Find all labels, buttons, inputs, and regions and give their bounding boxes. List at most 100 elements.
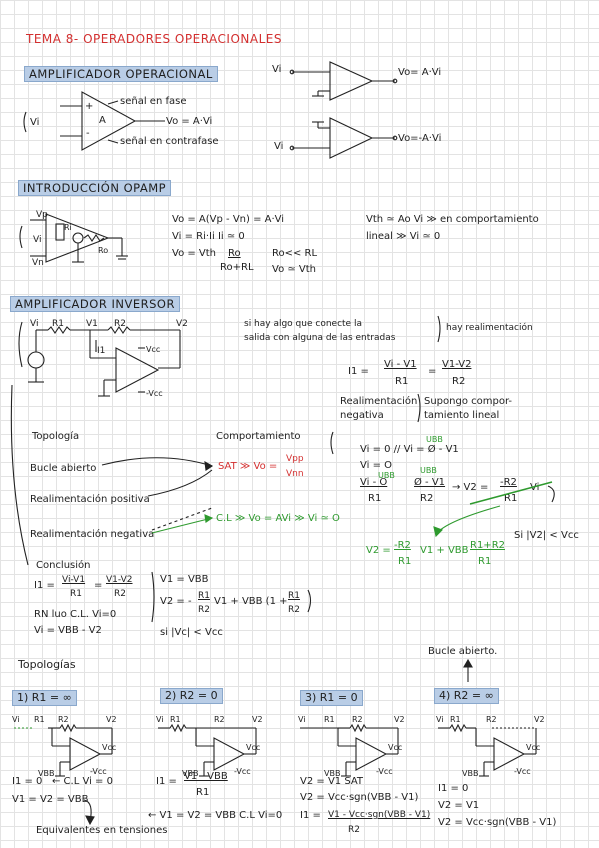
eq-vo-a: Vo = A(Vp - Vn) = A·Vi [172,214,285,225]
comportamiento-label: Comportamiento [216,431,301,442]
vn-label: Vn [32,258,44,268]
eq-vo-vth: Vo = Vth [172,248,217,259]
c2-i1-a: I1 = [156,776,177,787]
green-final-f: R1 [478,556,492,567]
m3-v2: V2 [394,715,405,724]
concl-i1-a: I1 = [34,580,55,591]
inv-r2-label: R2 [114,319,126,329]
eq-ro-den: Ro+RL [220,262,254,273]
green-eq-3d: R2 [420,493,434,504]
m4-r1: R1 [450,715,461,724]
cl-condition: C.L ≫ Vo = AVi ≫ Vi ≃ O [216,513,340,524]
c2-i1-c: R1 [196,787,210,798]
concl-i1-d: = [94,580,103,591]
m3-r2: R2 [352,715,363,724]
sat-label: SAT ≫ Vo = [218,461,278,472]
green-final-c: R1 [398,556,412,567]
m4-vbb: VBB [462,769,479,778]
green-final-d: V1 + VBB [420,545,469,556]
section-heading-inversor: AMPLIFICADOR INVERSOR [10,296,180,312]
eq-ro-num: Ro [228,248,241,259]
c1-i1: I1 = 0 [12,776,43,787]
ri-label: Ri [64,223,72,232]
case-1-label: 1) R1 = ∞ [12,690,77,706]
green-eq-3a: Vi - O [360,477,388,488]
eq-vo-approx: Vo ≃ Vth [272,264,317,275]
diagram1-vi: Vi [272,64,282,75]
senal-contrafase-label: señal en contrafase [120,136,219,147]
c4-v2sgn: V2 = Vcc·sgn(VBB - V1) [438,817,557,828]
realim-neg-2: negativa [340,410,384,421]
concl-v2-c: R2 [198,605,210,615]
eq-vi-ri: Vi = Ri·Ii Ii ≃ 0 [172,231,245,242]
inv-r1-label: R1 [52,319,64,329]
vp-label: Vp [36,210,48,220]
concl-v2-e: R1 [288,591,300,601]
plus-sign: + [85,101,94,112]
m2-r2: R2 [214,715,225,724]
green-eq-3b: R1 [368,493,382,504]
m2-r1: R1 [170,715,181,724]
case-4-label: 4) R2 = ∞ [434,688,499,704]
m2-vbb: VBB [182,769,199,778]
green-final-b: -R2 [394,540,411,551]
vi-label: Vi [33,235,42,245]
conclusion-label: Conclusión [36,560,91,571]
i1-eq-den1: R1 [395,376,409,387]
ubb-top: UBB [426,435,443,444]
inv-vcc-label: Vcc [146,345,161,354]
m4-v2: V2 [534,715,545,724]
note-salida: salida con alguna de las entradas [244,333,396,343]
concl-vc-cond: si |Vc| < Vcc [160,627,223,638]
vnn-label: Vnn [286,469,304,479]
cond-v2-vcc: Si |V2| < Vcc [514,530,579,541]
diagram1-vo: Vo= A·Vi [398,67,442,78]
m2-vcc: Vcc [246,743,261,752]
eq-lineal: lineal ≫ Vi ≃ 0 [366,231,441,242]
case-3-label: 3) R1 = 0 [300,690,363,706]
supongo-1: Supongo compor- [424,396,513,407]
note-realimentacion: hay realimentación [446,323,533,333]
c3-i1-a: I1 = [300,810,321,821]
concl-v2-b: R1 [198,591,210,601]
diagram2-vi: Vi [274,141,284,152]
green-eq-2: Vi = O [360,460,393,471]
green-final-e: R1+R2 [470,540,505,551]
i1-eq-num2: V1-V2 [442,359,472,370]
m1-r2: R2 [58,715,69,724]
m1-vbb: VBB [38,769,55,778]
gain-a-label: A [99,115,106,126]
concl-v2-f: R2 [288,605,300,615]
section-heading-introduccion: INTRODUCCIÓN OPAMP [18,180,172,196]
case-2-label: 2) R2 = 0 [160,688,223,704]
m4-vi: Vi [436,715,444,724]
m4-r2: R2 [486,715,497,724]
concl-v1: V1 = VBB [160,574,209,585]
bucle-abierto-label: Bucle abierto [30,463,97,474]
m3-vbb: VBB [324,769,341,778]
m1-v2: V2 [106,715,117,724]
green-final-a: V2 = [366,545,391,556]
note-algo: si hay algo que conecte la [244,319,362,329]
vpp-label: Vpp [286,454,304,464]
m3-mvcc: -Vcc [376,767,393,776]
m2-vi: Vi [156,715,164,724]
concl-i1-b: Vi-V1 [62,575,86,585]
m1-r1: R1 [34,715,45,724]
c3-sat: V2 = V1 SAT [300,776,364,787]
m2-v2: V2 [252,715,263,724]
concl-rn: RN luo C.L. Vi=0 [34,609,117,620]
inv-v2-label: V2 [176,319,188,329]
senal-en-fase-label: señal en fase [120,96,187,107]
i1-eq-eq: = [428,366,437,377]
realim-negativa-label: Realimentación negativa [30,529,155,540]
green-eq-3c: Ø - V1 [414,477,446,488]
m3-vcc: Vcc [388,743,403,752]
concl-v2-a: V2 = - [160,596,192,607]
inv-i1-label: I1 [97,346,106,356]
